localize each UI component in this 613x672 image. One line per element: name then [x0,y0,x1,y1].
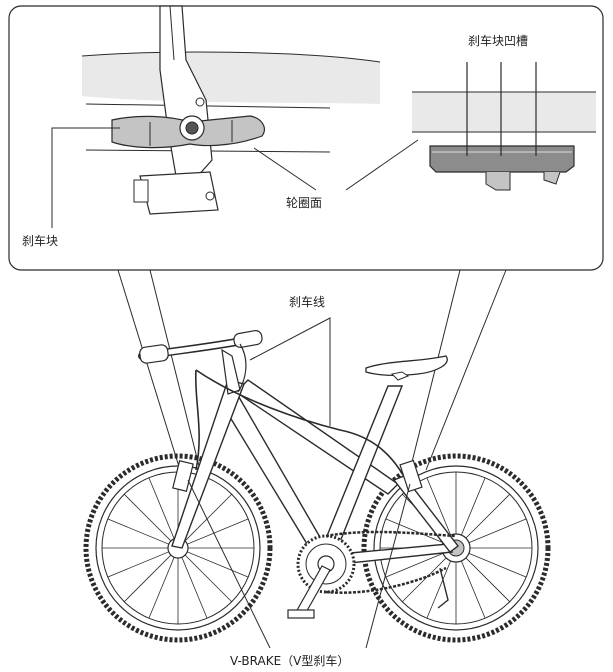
cable-path [194,369,409,485]
brake-mount [139,171,219,215]
pointer-v-brake-left [187,479,271,649]
chain [325,530,457,594]
pointer-v-brake-right [365,483,411,649]
frame [171,379,459,567]
tire-surface [82,52,380,104]
pointer-rim-2 [345,139,419,191]
brake-detail [51,5,419,228]
front-brake [172,459,194,493]
front-wheel-tire [83,453,273,643]
brake-shoe-groove-label: 刹车块凹槽 [468,34,529,48]
groove-shoe [429,145,575,173]
pointer-brake-shoe [51,127,120,228]
rim-surface-label: 轮圈面 [286,196,323,210]
brake-cable-label: 刹车线 [289,295,326,309]
pointer-cable [249,317,331,426]
pointer-rim-1 [253,147,317,191]
bicycle [83,330,551,643]
brake-shoe-label: 刹车块 [22,234,59,248]
label-pointers [187,317,411,649]
v-brake-label: V-BRAKE（V型刹车） [230,654,350,668]
rear-brake [399,459,423,493]
rim-band [412,92,596,132]
groove-detail [412,62,596,191]
saddle [365,355,448,376]
rear-wheel-tire [361,453,551,643]
pedal [287,609,315,619]
